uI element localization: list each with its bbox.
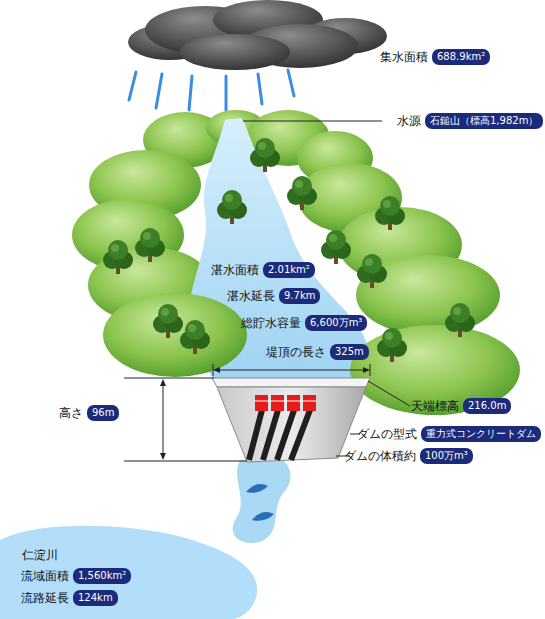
tree <box>153 304 183 338</box>
item-label: 流域面積 <box>21 569 69 583</box>
rain-drop <box>189 76 192 110</box>
rain-drop <box>156 74 162 108</box>
item-label: 湛水延長 <box>227 289 275 303</box>
leader-line <box>368 381 410 406</box>
hill <box>350 325 520 415</box>
item-label: ダムの体積約 <box>344 449 416 463</box>
tree <box>180 320 210 354</box>
item-label: 総貯水容量 <box>241 316 301 330</box>
water-wave <box>246 484 268 493</box>
item-label: 堤頂の長さ <box>266 345 326 359</box>
item-value: 重力式コンクリートダム <box>426 427 536 441</box>
dam-crest <box>212 378 370 387</box>
dam-body <box>217 387 366 462</box>
river-basin <box>0 526 257 619</box>
item-value: 688.9km² <box>437 50 485 64</box>
value-pill: 堤頂の長さ325m <box>330 344 369 360</box>
item-value: 96m <box>92 406 114 420</box>
tree <box>250 138 280 172</box>
rain-drop <box>258 74 262 104</box>
item-label: 流路延長 <box>21 591 69 605</box>
river-name: 仁淀川 <box>22 548 58 563</box>
item-label: 天端標高 <box>411 399 459 413</box>
item-value: 216.0m <box>468 399 506 413</box>
spillway-gate <box>287 395 300 411</box>
value-pill: 流路延長124km <box>73 590 118 606</box>
item-value: 石鎚山（標高1,982m） <box>430 114 538 128</box>
item-value: 124km <box>78 591 113 605</box>
item-label: 集水面積 <box>380 50 428 64</box>
rain-drop <box>288 70 294 96</box>
item-label: 水源 <box>397 114 421 128</box>
tree <box>103 240 133 274</box>
penstock-pipe <box>291 410 310 460</box>
item-value: 6,600万m³ <box>310 316 362 330</box>
rain-drop <box>225 76 228 110</box>
item-label: 湛水面積 <box>211 263 259 277</box>
dimension-line <box>124 461 247 462</box>
dimension-line <box>215 370 368 371</box>
value-pill: 高さ96m <box>87 405 119 421</box>
tree <box>321 230 351 264</box>
rain-drop <box>129 72 136 100</box>
outflow-water <box>233 460 291 543</box>
value-pill: 総貯水容量6,600万m³ <box>305 315 367 331</box>
value-pill: 天端標高216.0m <box>463 398 511 414</box>
item-value: 100万m³ <box>425 449 468 463</box>
gate-stripe <box>255 401 316 402</box>
dimension-arrowhead <box>160 453 166 460</box>
dimension-line <box>163 381 164 458</box>
value-pill: 湛水延長9.7km <box>279 288 320 304</box>
item-value: 9.7km <box>284 289 315 303</box>
value-pill: 流域面積1,560km² <box>73 568 131 584</box>
dimension-arrowhead <box>363 367 370 373</box>
penstock-pipe <box>249 410 262 460</box>
spillway-gate <box>271 395 284 411</box>
hill <box>103 293 247 377</box>
tree <box>217 190 247 224</box>
tree <box>445 303 475 337</box>
item-label: 高さ <box>59 406 83 420</box>
penstock-pipe <box>263 410 278 460</box>
spillway-gate <box>303 395 316 411</box>
dimension-arrowhead <box>213 367 220 373</box>
tree <box>135 228 165 262</box>
value-pill: 集水面積688.9km² <box>432 49 490 65</box>
dimension-arrowhead <box>160 379 166 386</box>
value-pill: 湛水面積2.01km² <box>263 262 315 278</box>
hill <box>356 255 500 335</box>
item-value: 2.01km² <box>268 263 310 277</box>
tree <box>375 196 405 230</box>
tree <box>287 176 317 210</box>
spillway-gate <box>255 395 268 411</box>
leader-line <box>243 121 382 122</box>
value-pill: 水源石鎚山（標高1,982m） <box>425 113 543 129</box>
item-value: 325m <box>335 345 364 359</box>
dimension-line <box>124 378 214 379</box>
water-wave <box>252 512 274 521</box>
value-pill: ダムの体積約100万m³ <box>420 448 473 464</box>
cloud <box>180 34 290 70</box>
tree <box>357 254 387 288</box>
item-label: ダムの型式 <box>357 427 417 441</box>
item-value: 1,560km² <box>78 569 126 583</box>
value-pill: ダムの型式重力式コンクリートダム <box>421 426 541 442</box>
tree <box>377 328 407 362</box>
